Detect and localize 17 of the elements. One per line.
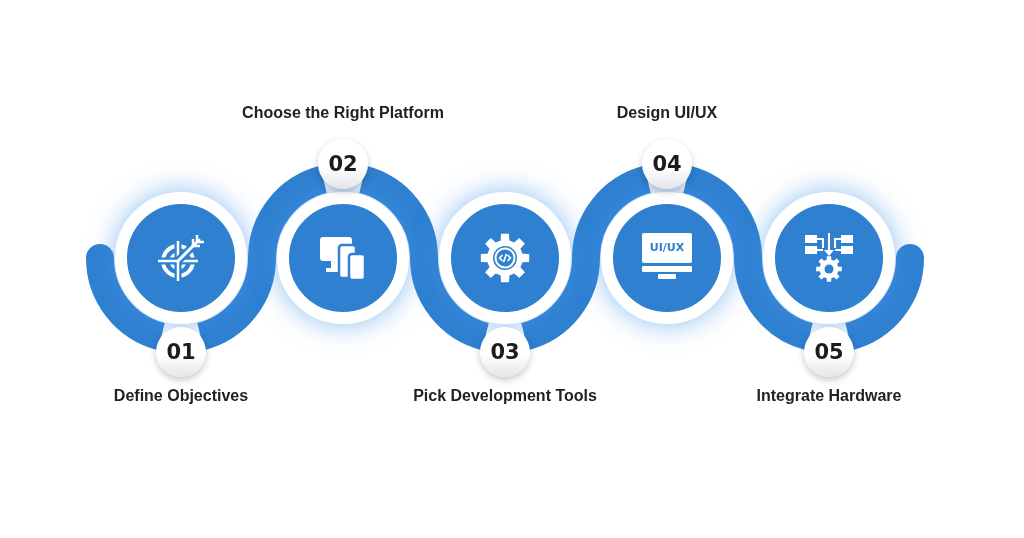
wave-band — [196, 166, 328, 350]
screen-text: UI/UX — [648, 241, 686, 255]
step-label: Choose the Right Platform — [242, 103, 444, 123]
wave-band — [520, 166, 652, 350]
wave-band — [86, 244, 166, 350]
step-number: 05 — [814, 340, 844, 364]
step-label: Define Objectives — [113, 386, 249, 406]
step-number: 02 — [328, 152, 358, 176]
step-number: 01 — [166, 340, 196, 364]
step-number: 03 — [490, 340, 520, 364]
step-number: 04 — [652, 152, 682, 176]
wave-band — [682, 166, 814, 350]
wave-band — [844, 244, 924, 350]
step-label: Integrate Hardware — [756, 386, 902, 406]
step-label: Design UI/UX — [616, 103, 718, 123]
step-label: Pick Development Tools — [413, 386, 597, 406]
wave-band — [358, 166, 490, 350]
